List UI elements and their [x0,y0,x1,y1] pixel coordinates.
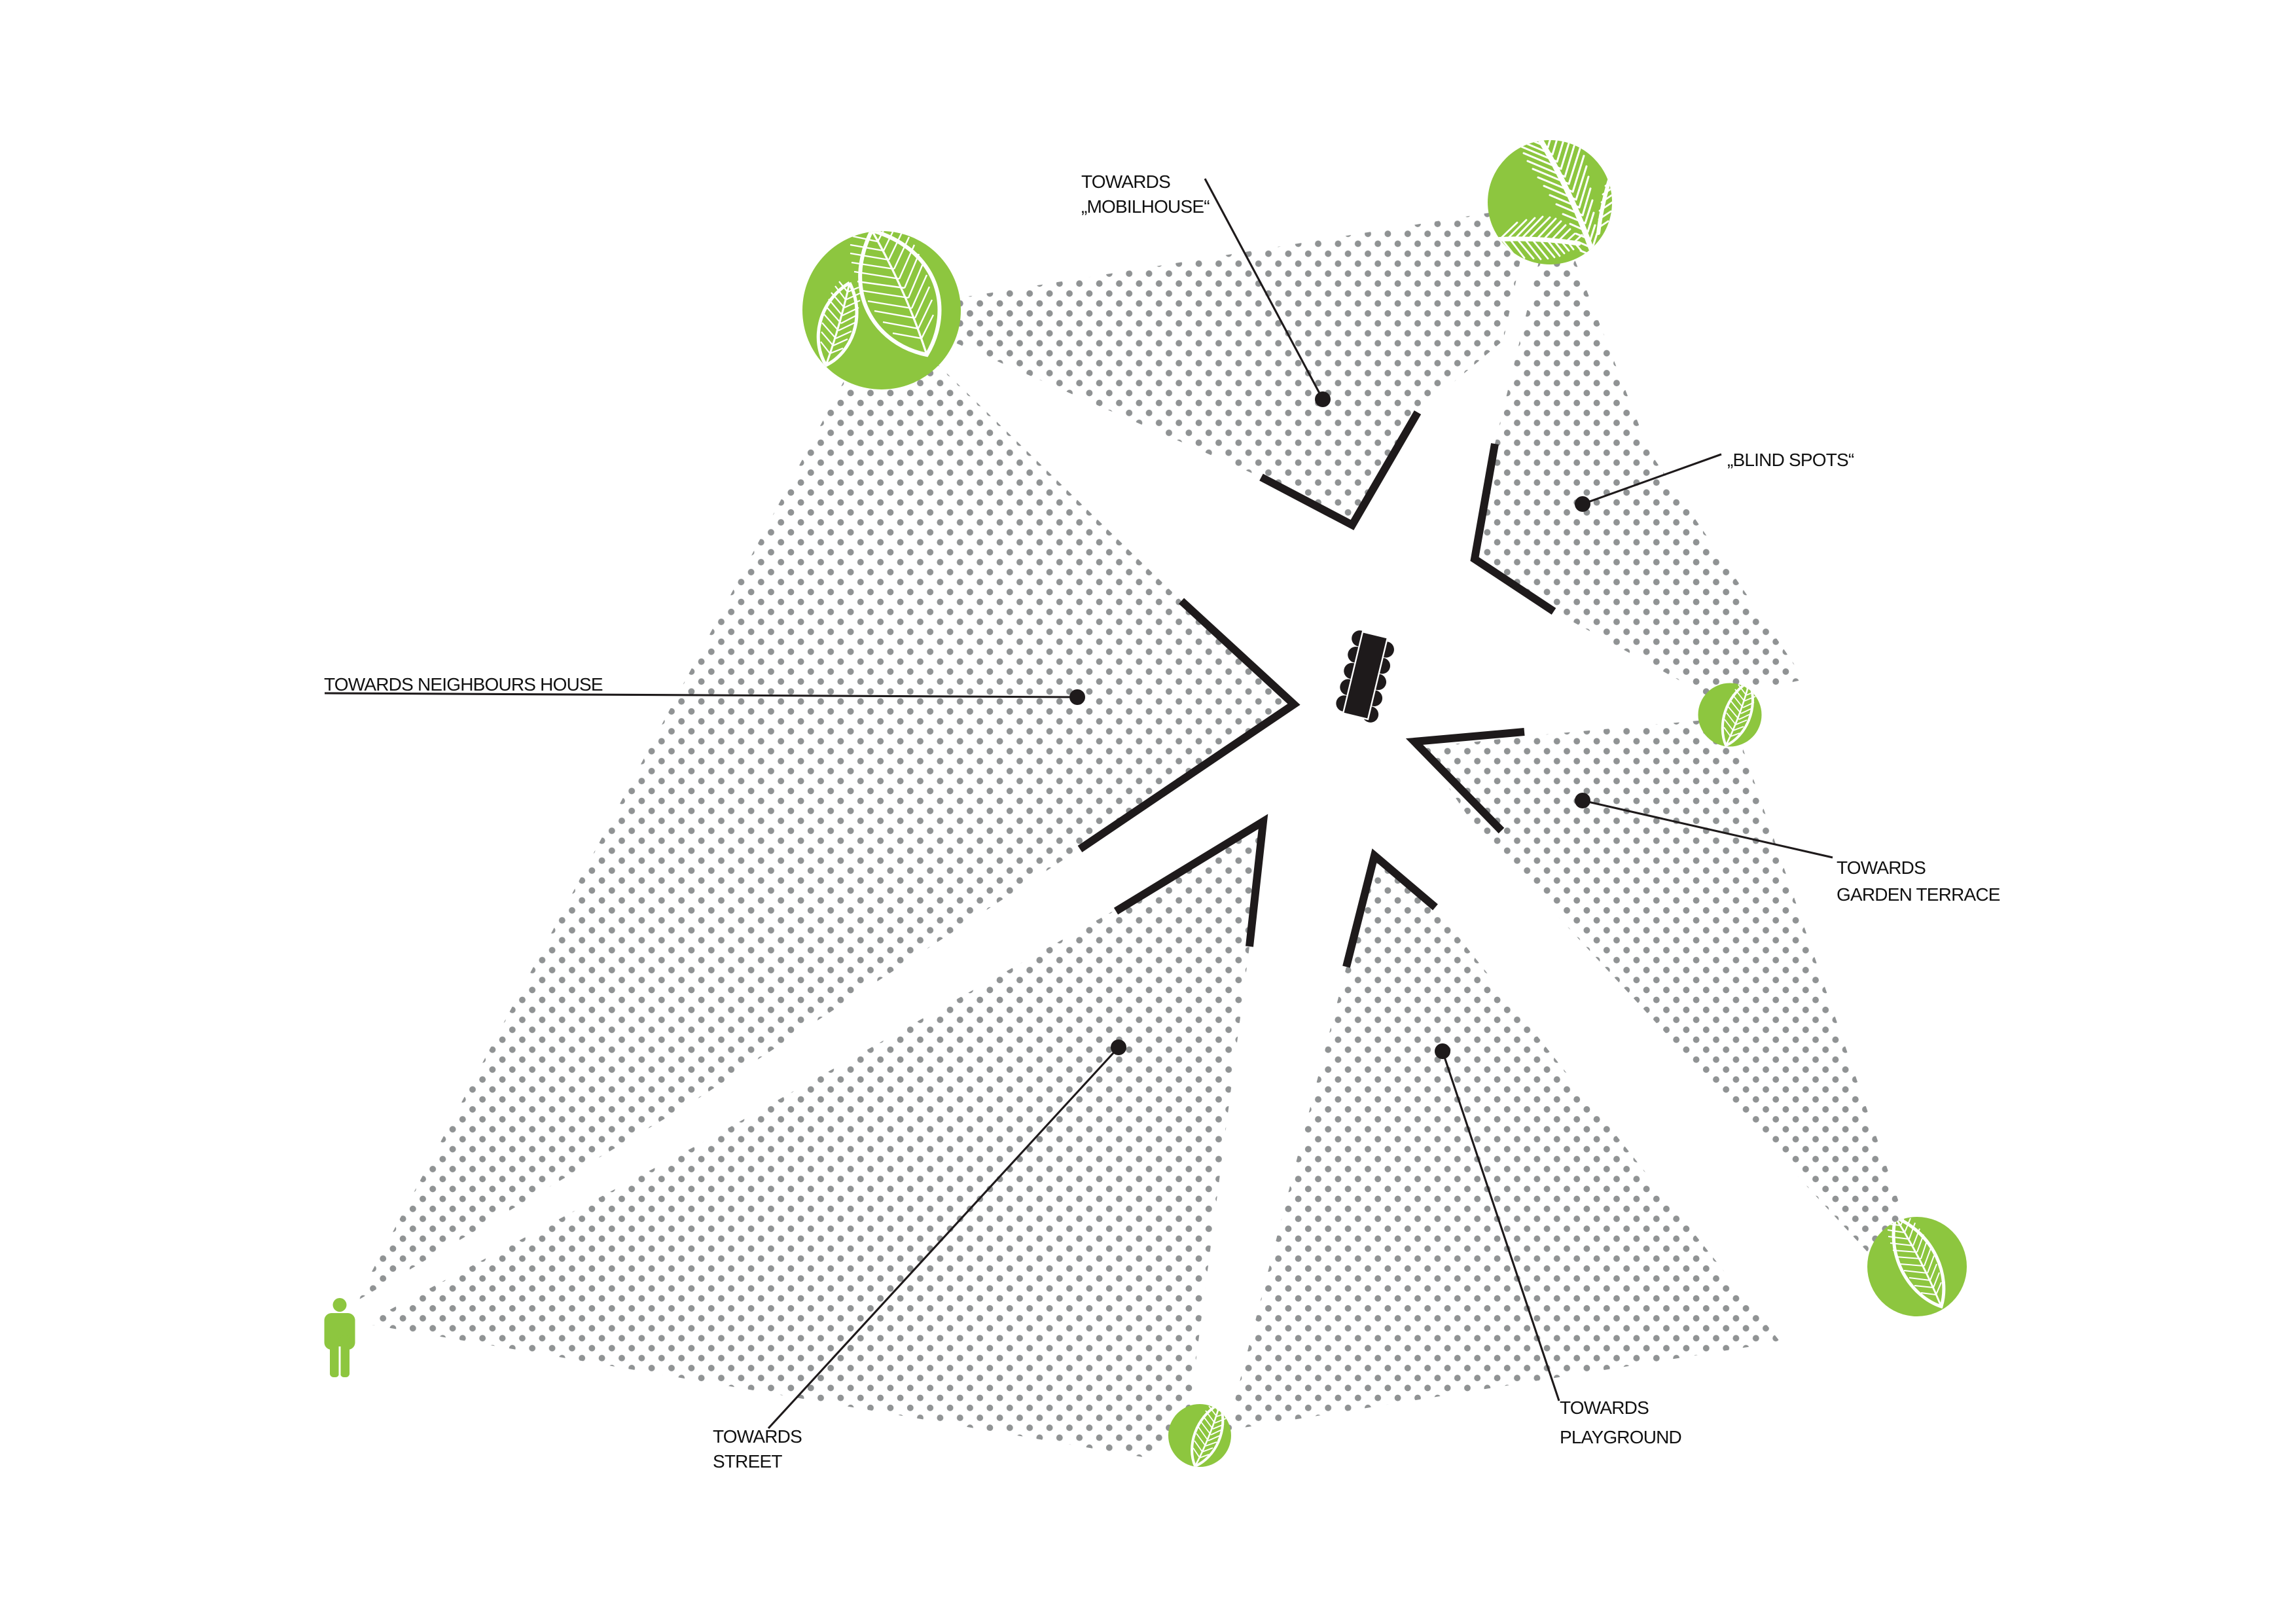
svg-text:TOWARDS: TOWARDS [1560,1398,1649,1418]
svg-text:„MOBILHOUSE“: „MOBILHOUSE“ [1081,196,1210,217]
svg-text:TOWARDS NEIGHBOURS HOUSE: TOWARDS NEIGHBOURS HOUSE [324,674,603,695]
svg-text:TOWARDS: TOWARDS [1081,171,1170,192]
svg-text:GARDEN TERRACE: GARDEN TERRACE [1837,884,2000,905]
svg-text:PLAYGROUND: PLAYGROUND [1560,1427,1681,1447]
svg-text:TOWARDS: TOWARDS [1837,857,1926,878]
svg-text:STREET: STREET [713,1451,782,1471]
svg-text:TOWARDS: TOWARDS [713,1426,802,1447]
svg-text:„BLIND SPOTS“: „BLIND SPOTS“ [1727,450,1854,470]
